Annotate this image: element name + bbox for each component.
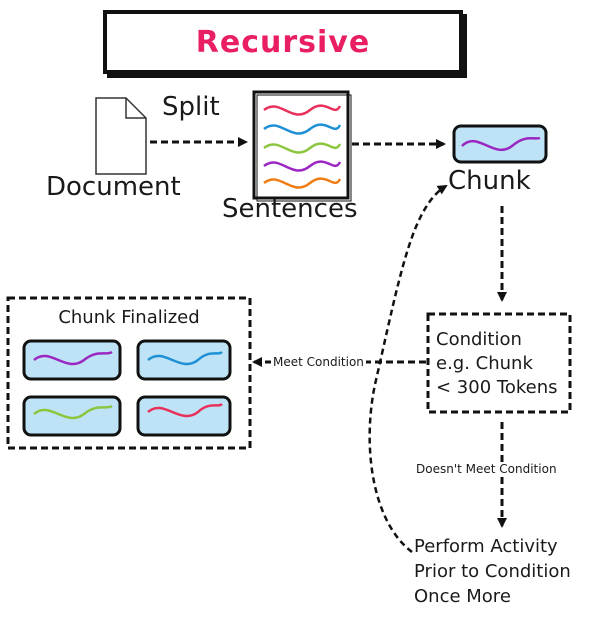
sentences-box <box>252 90 352 202</box>
activity-line-3: Once More <box>414 586 511 607</box>
finalized-chunk-green <box>22 395 122 437</box>
perform-activity-text: Perform Activity Prior to Condition Once… <box>414 534 571 609</box>
document-label: Document <box>46 172 181 202</box>
condition-line-title: Condition <box>436 329 522 350</box>
condition-text: Condition e.g. Chunk < 300 Tokens <box>436 328 557 400</box>
sentences-label: Sentences <box>222 194 358 224</box>
activity-line-2: Prior to Condition <box>414 561 571 582</box>
finalized-chunk-blue <box>136 339 232 381</box>
activity-line-1: Perform Activity <box>414 536 558 557</box>
sentence-wave-green <box>263 142 342 154</box>
finalized-chunk-red <box>136 395 232 437</box>
diagram-title: Recursive <box>195 24 371 60</box>
split-label: Split <box>162 92 220 122</box>
doesnt-meet-condition-label: Doesn't Meet Condition <box>414 462 559 476</box>
sentence-wave-orange <box>263 177 342 189</box>
title-box: Recursive <box>103 10 463 74</box>
document-icon <box>95 97 147 175</box>
condition-line-example: e.g. Chunk <box>436 353 533 374</box>
meet-condition-label: Meet Condition <box>271 355 366 369</box>
sentence-wave-blue <box>263 123 342 135</box>
condition-line-threshold: < 300 Tokens <box>436 377 558 398</box>
chunk-shape <box>452 124 548 164</box>
chunk-label: Chunk <box>448 166 531 196</box>
sentence-wave-purple <box>263 160 342 172</box>
finalized-chunk-purple <box>22 339 122 381</box>
sentence-wave-red <box>263 104 342 116</box>
chunk-finalized-label: Chunk Finalized <box>58 307 200 328</box>
condition-box <box>426 312 572 414</box>
arrow-loop-back-to-chunk <box>368 184 448 553</box>
